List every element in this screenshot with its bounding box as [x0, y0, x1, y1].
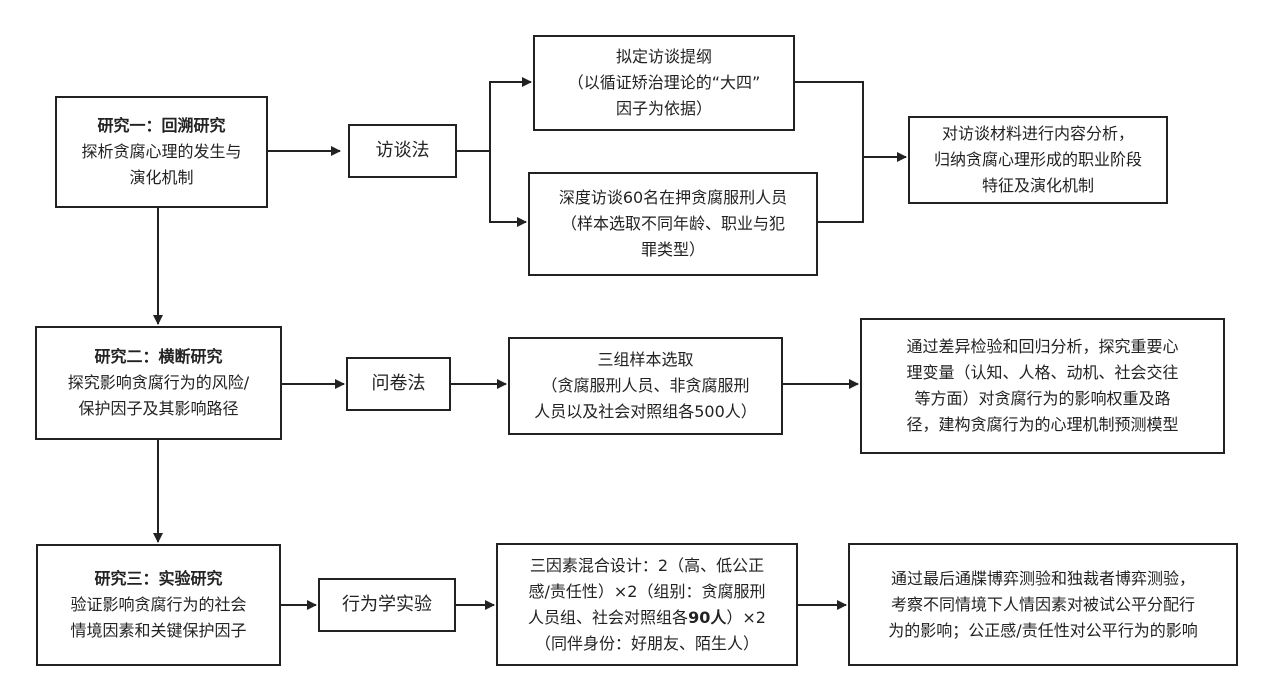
study2-result-line1: 通过差异检验和回归分析，探究重要心	[906, 337, 1179, 356]
study3-design-line3: 人员组、社会对照组各90人）×2	[528, 605, 766, 631]
study1-outline-line2: （以循证矫治理论的“大四”	[567, 73, 761, 92]
study1-outline-line3: 因子为依据）	[615, 99, 712, 118]
study2-desc-line1: 探究影响贪腐行为的风险/	[67, 373, 250, 392]
study3-design-box: 三因素混合设计：2（高、低公正 感/责任性）×2（组别：贪腐服刑 人员组、社会对…	[496, 543, 798, 666]
study2-sample-line3: 人员以及社会对照组各500人）	[534, 402, 757, 421]
study3-desc-line2: 情境因素和关键保护因子	[70, 621, 247, 640]
study2-result-line2: 理变量（认知、人格、动机、社会交往	[906, 363, 1179, 382]
study1-interview-line3: 罪类型）	[640, 240, 705, 259]
study3-title: 研究三：实验研究	[94, 569, 223, 588]
study1-result-box: 对访谈材料进行内容分析， 归纳贪腐心理形成的职业阶段 特征及演化机制	[908, 116, 1168, 204]
study1-title: 研究一：回溯研究	[97, 116, 226, 135]
study1-result-line1: 对访谈材料进行内容分析，	[941, 124, 1134, 143]
study2-result-box: 通过差异检验和回归分析，探究重要心 理变量（认知、人格、动机、社会交往 等方面）…	[860, 318, 1225, 454]
study2-method-label: 问卷法	[371, 373, 426, 394]
study3-method-box: 行为学实验	[318, 578, 456, 632]
study3-result-line1: 通过最后通牒博弈测验和独裁者博弈测验，	[890, 568, 1195, 588]
study1-desc-line2: 演化机制	[129, 168, 194, 187]
study3-design-line3c: ）×2	[726, 607, 766, 627]
study3-result-line3: 为的影响；公正感/责任性对公平行为的影响	[888, 620, 1198, 640]
study2-sample-line2: （贪腐服刑人员、非贪腐服刑	[541, 376, 750, 395]
study2-box: 研究二：横断研究 探究影响贪腐行为的风险/ 保护因子及其影响路径	[35, 326, 282, 440]
study3-design-line1: 三因素混合设计：2（高、低公正	[529, 555, 765, 575]
line-interview-merge	[818, 157, 864, 223]
study1-result-line2: 归纳贪腐心理形成的职业阶段	[933, 150, 1142, 169]
study2-title: 研究二：横断研究	[94, 347, 223, 366]
study3-design-line4: （同伴身份：好朋友、陌生人）	[534, 633, 759, 653]
study3-design-line2: 感/责任性）×2（组别：贪腐服刑	[528, 581, 766, 601]
study3-method-label: 行为学实验	[342, 594, 432, 615]
line-outline-merge	[795, 81, 864, 157]
study2-sample-box: 三组样本选取 （贪腐服刑人员、非贪腐服刑 人员以及社会对照组各500人）	[508, 337, 783, 435]
arrow-method-branch-bottom	[489, 151, 527, 227]
study1-interview-box: 深度访谈60名在押贪腐服刑人员 （样本选取不同年龄、职业与犯 罪类型）	[528, 172, 818, 276]
study3-design-line3a: 人员组、社会对照组各	[528, 607, 689, 627]
study1-outline-box: 拟定访谈提纲 （以循证矫治理论的“大四” 因子为依据）	[533, 35, 795, 131]
study1-box: 研究一：回溯研究 探析贪腐心理的发生与 演化机制	[55, 96, 268, 208]
study1-method-label: 访谈法	[375, 140, 430, 161]
study2-result-line4: 径，建构贪腐行为的心理机制预测模型	[906, 415, 1179, 434]
study3-design-sample-size: 90人	[688, 607, 727, 627]
study3-desc-line1: 验证影响贪腐行为的社会	[70, 595, 247, 614]
study2-result-line3: 等方面）对贪腐行为的影响权重及路	[914, 389, 1171, 408]
study2-sample-line1: 三组样本选取	[597, 350, 694, 369]
study1-outline-line1: 拟定访谈提纲	[615, 47, 712, 66]
study3-box: 研究三：实验研究 验证影响贪腐行为的社会 情境因素和关键保护因子	[36, 544, 281, 666]
study2-method-box: 问卷法	[346, 357, 451, 411]
study1-desc-line1: 探析贪腐心理的发生与	[81, 142, 242, 161]
study3-result-box: 通过最后通牒博弈测验和独裁者博弈测验， 考察不同情境下人情因素对被试公平分配行 …	[848, 543, 1238, 666]
study1-interview-line1: 深度访谈60名在押贪腐服刑人员	[558, 188, 788, 207]
study1-interview-line2: （样本选取不同年龄、职业与犯	[560, 214, 785, 233]
study1-method-box: 访谈法	[348, 124, 457, 178]
study3-result-line2: 考察不同情境下人情因素对被试公平分配行	[890, 594, 1195, 614]
study2-desc-line2: 保护因子及其影响路径	[78, 399, 239, 418]
study1-result-line3: 特征及演化机制	[981, 176, 1094, 195]
arrow-method-branch-top	[457, 77, 532, 152]
